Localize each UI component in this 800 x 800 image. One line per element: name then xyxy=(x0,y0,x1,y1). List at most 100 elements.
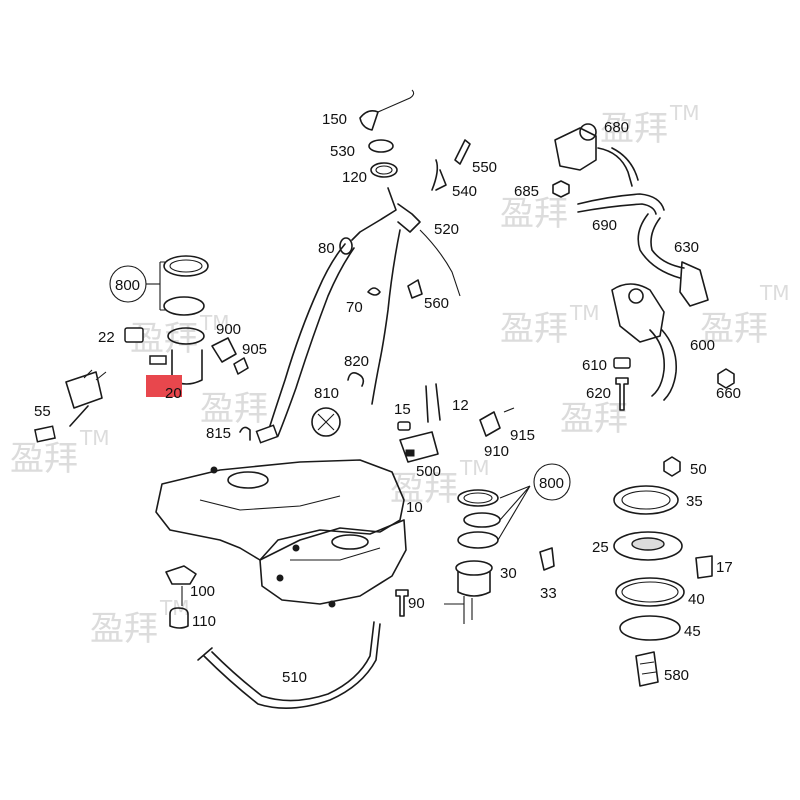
tank-upper xyxy=(155,459,405,561)
label-915: 915 xyxy=(510,427,535,444)
part-15 xyxy=(397,421,411,431)
tank-bolt xyxy=(328,600,336,608)
evap-assembly xyxy=(552,123,709,401)
label-40: 40 xyxy=(688,591,705,608)
watermark-text: 盈拜 xyxy=(500,309,568,349)
filler-head xyxy=(351,187,397,241)
tank-bolt xyxy=(210,466,218,474)
bolt-90 xyxy=(395,589,409,617)
label-70: 70 xyxy=(346,299,363,316)
label-820: 820 xyxy=(344,353,369,370)
tank-opening-left xyxy=(227,471,269,489)
label-910: 910 xyxy=(484,443,509,460)
label-100: 100 xyxy=(190,583,215,600)
valve-680-cap xyxy=(579,123,597,141)
watermark-tm: TM xyxy=(459,456,489,480)
part-810 xyxy=(311,407,341,437)
bolt-620 xyxy=(615,377,629,411)
label-30: 30 xyxy=(500,565,517,582)
hose-630 xyxy=(637,213,681,279)
pipe-600-b xyxy=(661,329,678,401)
tank-ribs xyxy=(199,495,381,561)
mount-100 xyxy=(165,565,197,585)
ring-120-inner xyxy=(375,165,393,175)
label-90: 90 xyxy=(408,595,425,612)
grommet-80 xyxy=(339,237,353,255)
tank-opening-right xyxy=(331,534,369,550)
label-530: 530 xyxy=(330,143,355,160)
fuel-cap xyxy=(359,110,379,131)
strap-inner xyxy=(211,621,375,702)
lock-ring-inner xyxy=(169,259,203,273)
vent-line-end xyxy=(371,359,381,405)
leader-800b xyxy=(497,485,531,541)
bracket-800a xyxy=(159,261,166,311)
label-12: 12 xyxy=(452,397,469,414)
label-580: 580 xyxy=(664,667,689,684)
module-30-body xyxy=(457,571,491,597)
label-610: 610 xyxy=(582,357,607,374)
label-120: 120 xyxy=(342,169,367,186)
flange-25 xyxy=(613,531,683,561)
controller-plug xyxy=(405,449,415,457)
bracket-12 xyxy=(425,383,441,423)
callout-circle-800b xyxy=(533,463,571,501)
label-35: 35 xyxy=(686,493,703,510)
part-70 xyxy=(367,287,381,296)
part-17 xyxy=(695,555,713,579)
tank-strap-510 xyxy=(197,621,381,709)
highlight-20 xyxy=(146,375,182,397)
filler-bracket xyxy=(397,203,421,233)
label-550: 550 xyxy=(472,159,497,176)
tank-lower xyxy=(259,519,407,605)
watermark-tm: TM xyxy=(79,426,109,450)
ring-120 xyxy=(370,162,398,178)
label-620: 620 xyxy=(586,385,611,402)
ring-45 xyxy=(619,615,681,641)
cap-tether xyxy=(377,89,415,113)
pipe-680-b xyxy=(611,147,639,181)
tank-bolt xyxy=(276,574,284,582)
watermark-text: 盈拜 xyxy=(200,389,268,429)
watermark-text: 盈拜 xyxy=(10,439,78,479)
part-labels: 150 530 120 550 540 520 80 70 560 680 68… xyxy=(34,111,741,686)
seal-ring-530 xyxy=(368,139,394,153)
label-22: 22 xyxy=(98,329,115,346)
pipe-600 xyxy=(649,329,666,397)
filler-pipe xyxy=(255,187,461,444)
label-50: 50 xyxy=(690,461,707,478)
hose-690 xyxy=(577,193,665,211)
sensor-group xyxy=(397,383,515,463)
clip-22 xyxy=(124,327,144,343)
label-45: 45 xyxy=(684,623,701,640)
sender-float xyxy=(34,425,56,443)
lock-ring-right xyxy=(457,489,499,507)
fuel-cap-assembly xyxy=(359,89,415,178)
label-690: 690 xyxy=(592,217,617,234)
watermark-text: 盈拜 xyxy=(560,399,628,439)
module-30-legs xyxy=(444,596,473,624)
label-17: 17 xyxy=(716,559,733,576)
label-660: 660 xyxy=(716,385,741,402)
label-800a: 800 xyxy=(115,277,140,294)
watermark-tm: TM xyxy=(759,281,789,305)
label-815: 815 xyxy=(206,425,231,442)
fasteners-610-620-660 xyxy=(613,357,735,411)
level-sender-55 xyxy=(34,369,107,443)
part-560 xyxy=(407,279,423,299)
pump-controller-500 xyxy=(399,431,439,463)
valve-680 xyxy=(554,127,597,171)
hose-550 xyxy=(454,139,471,165)
sender-tabs xyxy=(83,369,107,381)
small-parts-80-70-560 xyxy=(339,237,423,299)
strap-outer xyxy=(203,623,381,709)
pump-580-lines xyxy=(639,661,657,675)
part-33 xyxy=(539,547,555,571)
watermark-tm: TM xyxy=(199,311,229,335)
watermarks: 盈拜 TM 盈拜 TM 盈拜 TM 盈拜 TM 盈拜 TM 盈拜 TM 盈拜 T… xyxy=(10,101,789,649)
grommet-110 xyxy=(169,607,189,629)
label-630: 630 xyxy=(674,239,699,256)
strap-end xyxy=(197,647,213,661)
label-55: 55 xyxy=(34,403,51,420)
